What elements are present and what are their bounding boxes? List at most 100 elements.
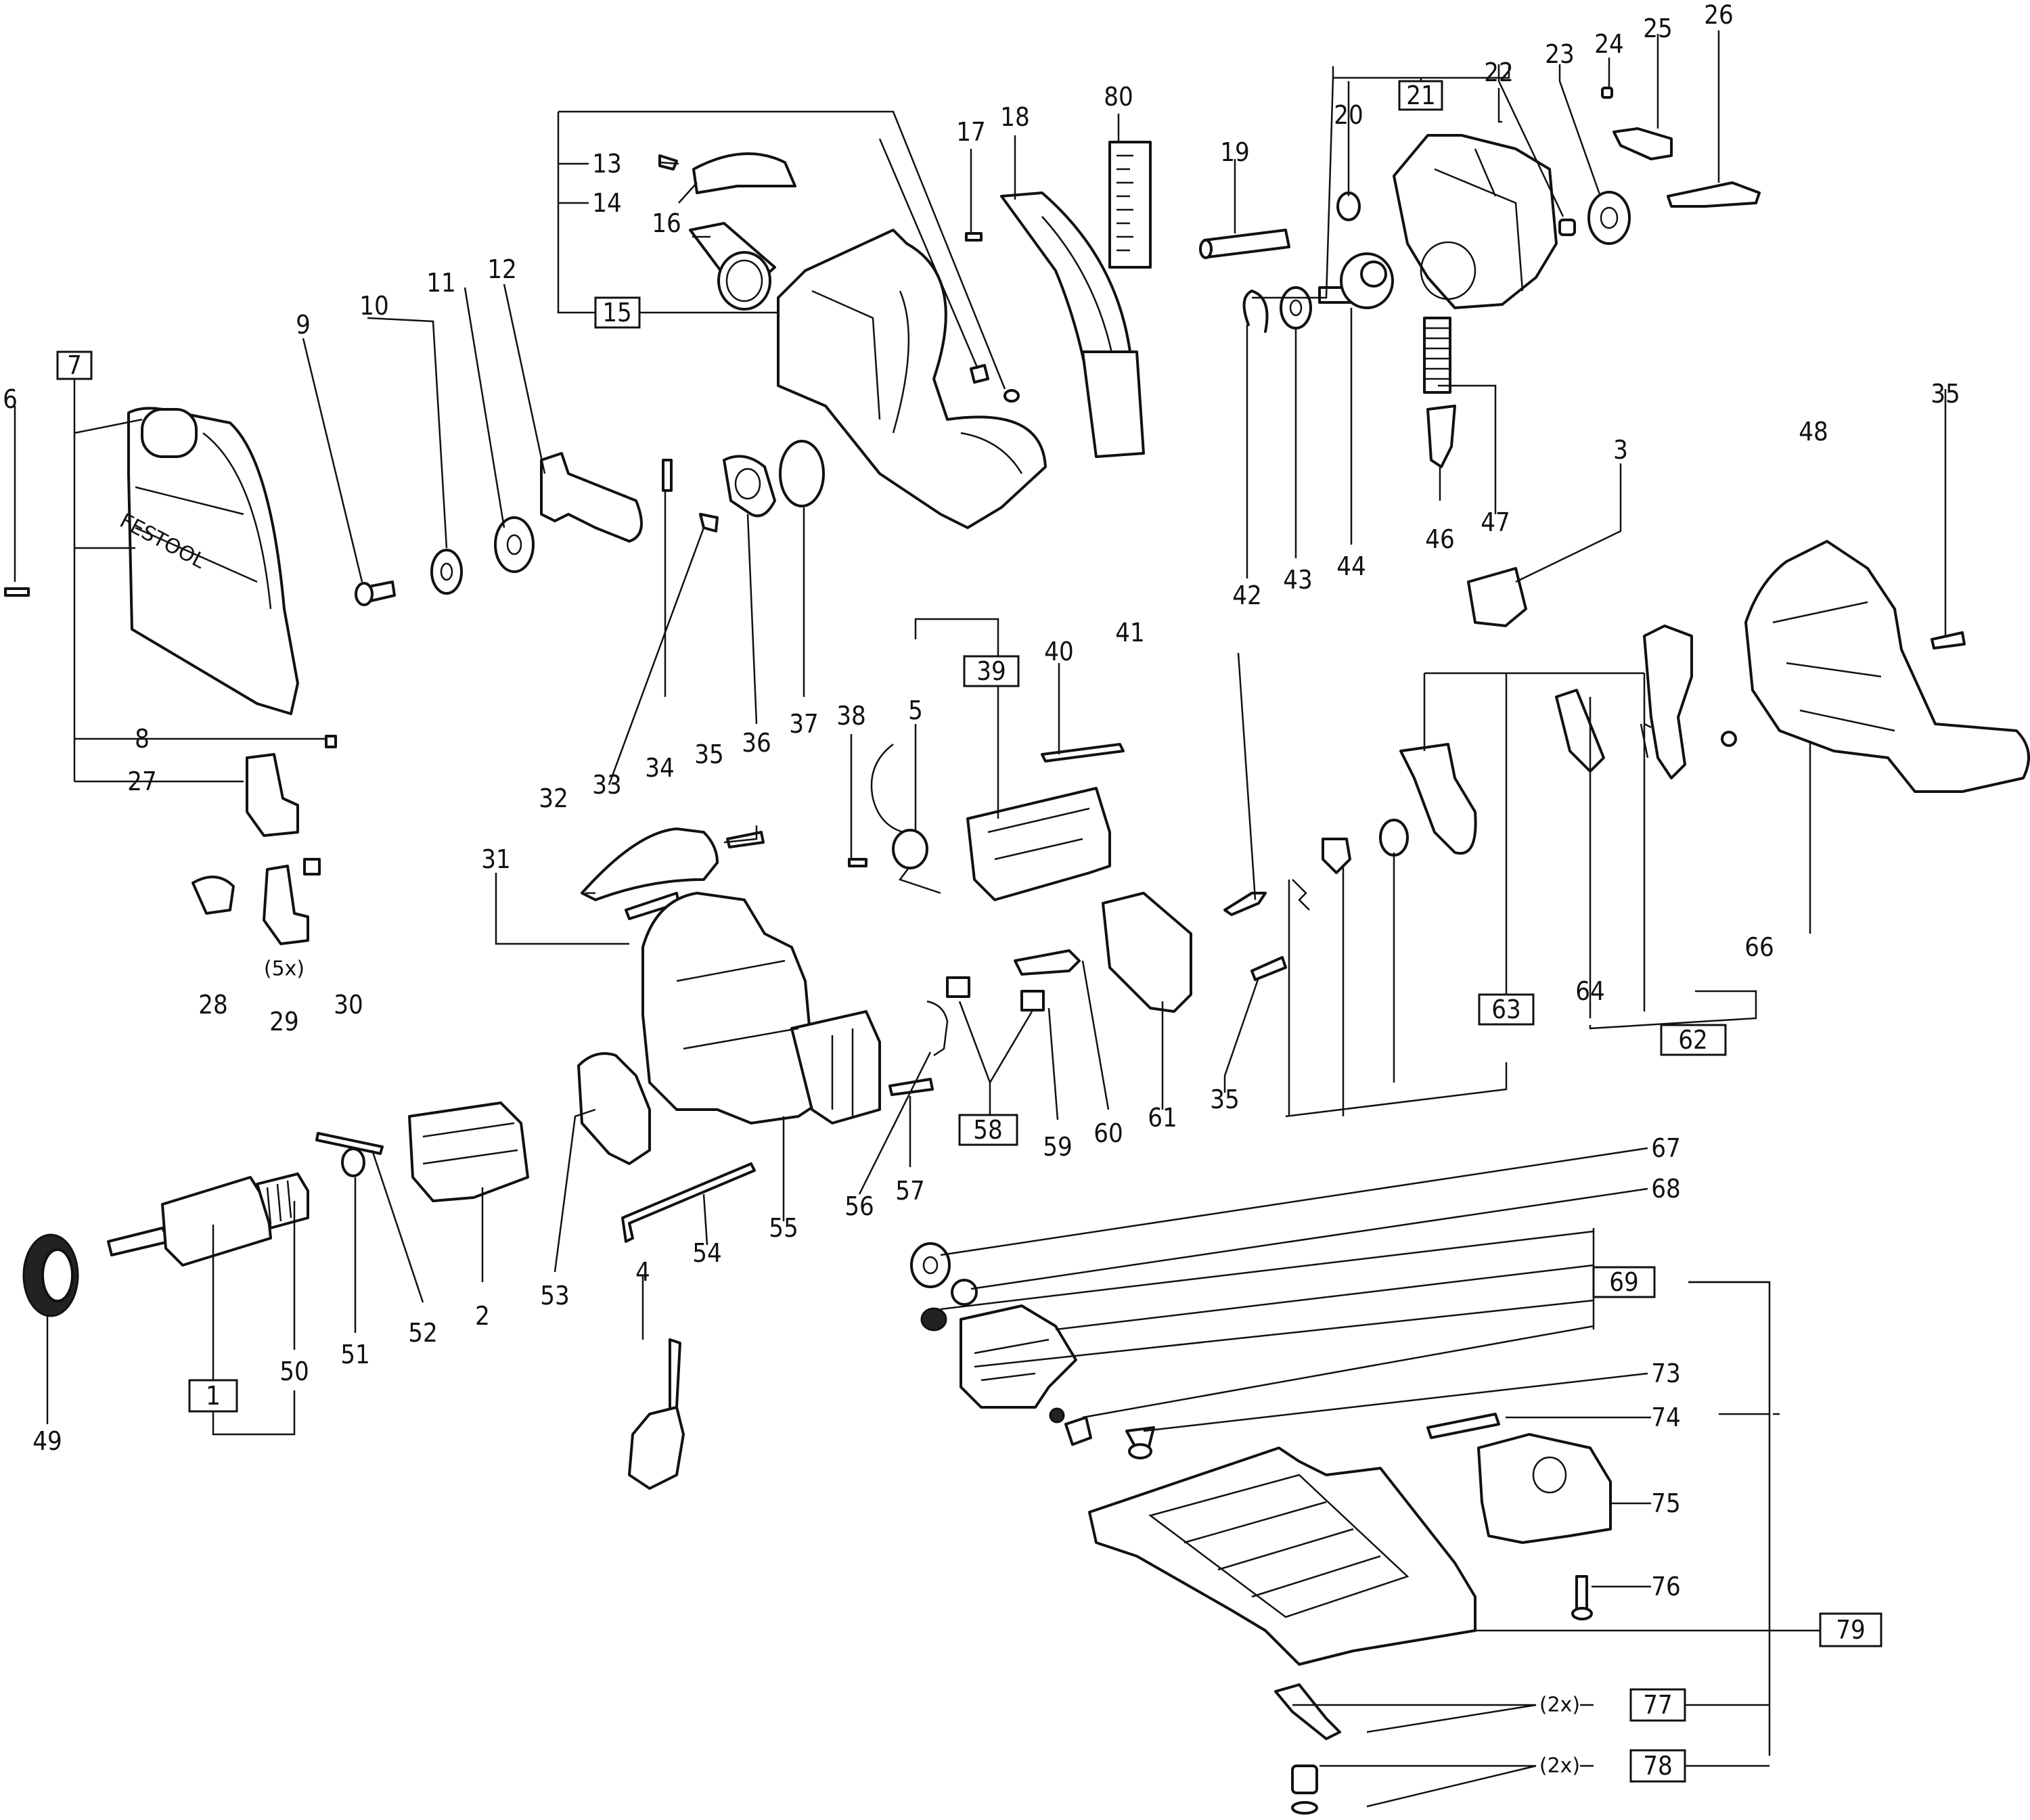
callout-34: 34 (645, 753, 675, 783)
callout-77: 77 (1643, 1690, 1673, 1720)
part-28-knob (191, 875, 235, 915)
part-17-screw (965, 232, 983, 242)
callout-59: 59 (1043, 1132, 1073, 1162)
part-43-bearing (1280, 286, 1312, 329)
callout-20: 20 (1334, 100, 1363, 130)
qty-78: (2x) (1539, 1754, 1580, 1778)
callout-44: 44 (1336, 551, 1366, 581)
callout-55: 55 (769, 1213, 798, 1243)
part-1-armature (107, 1173, 309, 1267)
callout-3: 3 (1613, 435, 1628, 465)
box-77 (1629, 1688, 1686, 1722)
part-44-spindle (1318, 252, 1394, 309)
part-illustrations: FESTOOL (4, 87, 2030, 1815)
part-35-screw-right (1931, 631, 1966, 650)
part-62-trigger (1643, 624, 1693, 779)
part-57-bolt (888, 1078, 934, 1096)
part-67-flange (910, 1242, 951, 1288)
box-39 (963, 655, 1020, 687)
part-2-stator (408, 1101, 529, 1202)
callout-26: 26 (1704, 0, 1734, 30)
callout-78: 78 (1643, 1751, 1673, 1781)
part-78-knob (1291, 1765, 1318, 1815)
callout-7: 7 (67, 350, 82, 380)
part-32-pin (662, 459, 673, 492)
callout-76: 76 (1651, 1572, 1681, 1601)
callout-2: 2 (475, 1301, 490, 1331)
callout-36: 36 (742, 728, 771, 758)
part-35-screw-mid (1250, 956, 1287, 981)
callout-27: 27 (127, 767, 157, 796)
callout-5: 5 (908, 696, 923, 725)
callout-33: 33 (592, 770, 622, 800)
part-58-brush-a (946, 976, 970, 998)
part-68-washer (951, 1279, 978, 1306)
callout-49: 49 (32, 1426, 62, 1456)
callout-46: 46 (1425, 524, 1455, 554)
part-18-scale (1000, 191, 1145, 458)
callout-39: 39 (976, 656, 1006, 686)
leader-lines (14, 30, 1947, 1808)
spring-small (1292, 879, 1310, 911)
callout-15: 15 (602, 298, 632, 327)
callout-62: 62 (1678, 1025, 1708, 1055)
callout-61: 61 (1148, 1103, 1177, 1133)
part-46-spindle-lock (1426, 405, 1456, 468)
callout-38: 38 (836, 701, 866, 731)
callout-64: 64 (1575, 976, 1605, 1006)
callout-60: 60 (1093, 1118, 1123, 1148)
callout-52: 52 (408, 1318, 438, 1348)
part-49-fan (22, 1233, 79, 1317)
box-69 (1592, 1266, 1656, 1298)
callout-37: 37 (789, 709, 819, 739)
callout-16: 16 (652, 208, 681, 238)
callout-17: 17 (956, 117, 986, 147)
callout-73: 73 (1651, 1359, 1681, 1388)
callout-35b: 35 (1210, 1085, 1240, 1114)
part-11-flange (494, 516, 535, 573)
part-36-bearing-plate (723, 455, 776, 518)
part-14-cover (692, 152, 796, 194)
callout-68: 68 (1651, 1174, 1681, 1204)
part-21-gear-housing (1393, 134, 1558, 309)
part-79-base-plate (1088, 1447, 1476, 1666)
box-15 (594, 296, 641, 329)
part-16-dust-port (689, 222, 776, 311)
part-64-latch (1555, 689, 1605, 773)
callout-6: 6 (3, 384, 18, 414)
part-27-clip (246, 753, 299, 837)
callout-69: 69 (1609, 1267, 1639, 1297)
part-58-brush-b (1020, 990, 1045, 1011)
callout-9: 9 (296, 310, 311, 340)
part-69-guard (960, 1304, 1077, 1409)
callout-53: 53 (540, 1281, 570, 1311)
callout-63: 63 (1491, 995, 1521, 1024)
callout-22: 22 (1484, 58, 1514, 87)
callout-30: 30 (334, 990, 363, 1020)
callout-labels: 1 2 3 4 5 6 7 8 9 10 11 12 13 14 15 16 1… (3, 0, 1960, 1781)
callout-1: 1 (206, 1381, 221, 1411)
callout-35a: 35 (694, 740, 724, 769)
part-48-handle (1744, 540, 2030, 793)
part-40-cable (1041, 743, 1125, 763)
callout-56: 56 (844, 1191, 874, 1221)
callout-80: 80 (1104, 82, 1133, 112)
part-knob-a (1322, 838, 1351, 874)
part-22-sleeve (1558, 219, 1576, 236)
part-73-bolt (1064, 1416, 1092, 1446)
part-76-bolt (1575, 1575, 1588, 1612)
part-12-bracket (540, 452, 643, 543)
part-6-screw (4, 587, 30, 597)
box-7 (56, 350, 93, 380)
callout-14: 14 (592, 188, 622, 218)
part-23-bearing (1587, 191, 1631, 245)
callout-54: 54 (692, 1238, 722, 1268)
callout-19: 19 (1220, 137, 1250, 167)
callout-42: 42 (1232, 581, 1262, 610)
qty-29: (5x) (264, 957, 304, 981)
part-51-bearing (341, 1147, 365, 1177)
part-10-flange (430, 549, 463, 595)
part-33-screw (699, 513, 719, 532)
callout-35c: 35 (1931, 379, 1960, 409)
box-21 (1398, 80, 1443, 111)
